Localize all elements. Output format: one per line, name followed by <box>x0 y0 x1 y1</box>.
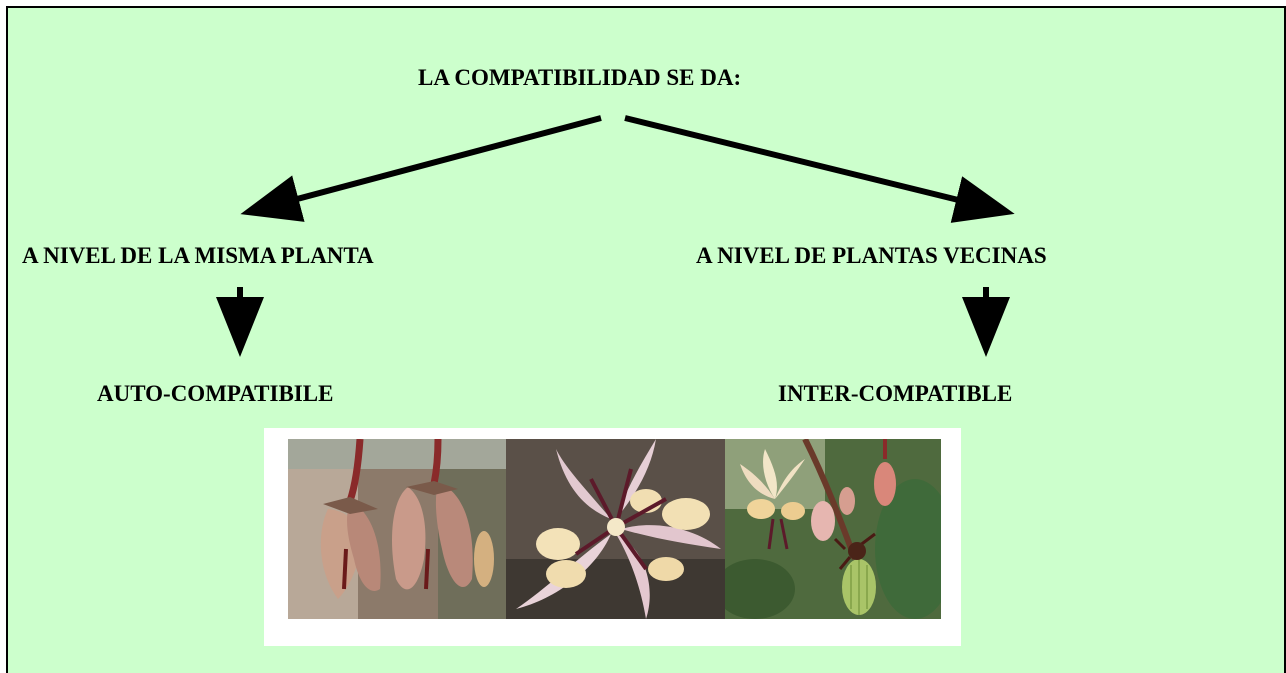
flower-photo-1 <box>288 439 506 619</box>
arrow-to-left-branch <box>240 115 602 222</box>
branch-right-label: A NIVEL DE PLANTAS VECINAS <box>696 243 1047 268</box>
diagram-title: LA COMPATIBILIDAD SE DA: <box>418 65 742 90</box>
arrow-to-right-branch <box>624 115 1015 223</box>
photo-panel <box>264 428 961 646</box>
branch-left-label: A NIVEL DE LA MISMA PLANTA <box>22 243 374 268</box>
branch-left-result: AUTO-COMPATIBILE <box>97 381 334 406</box>
flower-photo-3 <box>725 439 941 619</box>
flower-photo-2 <box>506 439 725 619</box>
branch-right-result: INTER-COMPATIBLE <box>778 381 1013 406</box>
